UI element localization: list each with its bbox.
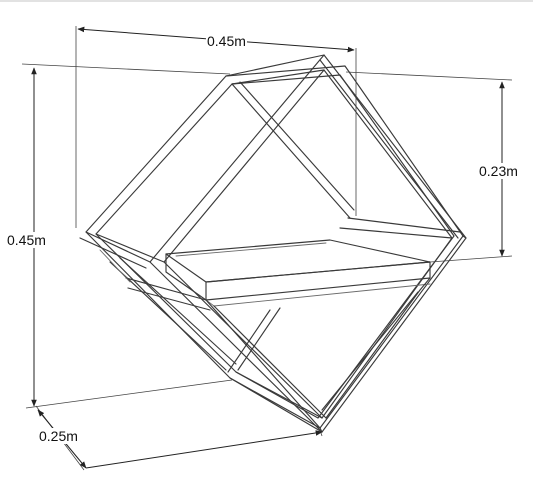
dimension-top-width	[75, 26, 357, 228]
depth-edges	[79, 54, 467, 433]
inner-braces	[109, 81, 355, 373]
label-top-width: 0.45m	[206, 33, 247, 49]
lower-rails	[99, 249, 431, 429]
shelf-board	[165, 239, 431, 307]
label-left-height: 0.45m	[6, 232, 47, 248]
dimension-left-height	[21, 63, 233, 409]
front-frame	[149, 54, 467, 433]
label-right-height: 0.23m	[478, 163, 519, 179]
top-border	[0, 0, 533, 2]
label-depth: 0.25m	[38, 428, 79, 444]
